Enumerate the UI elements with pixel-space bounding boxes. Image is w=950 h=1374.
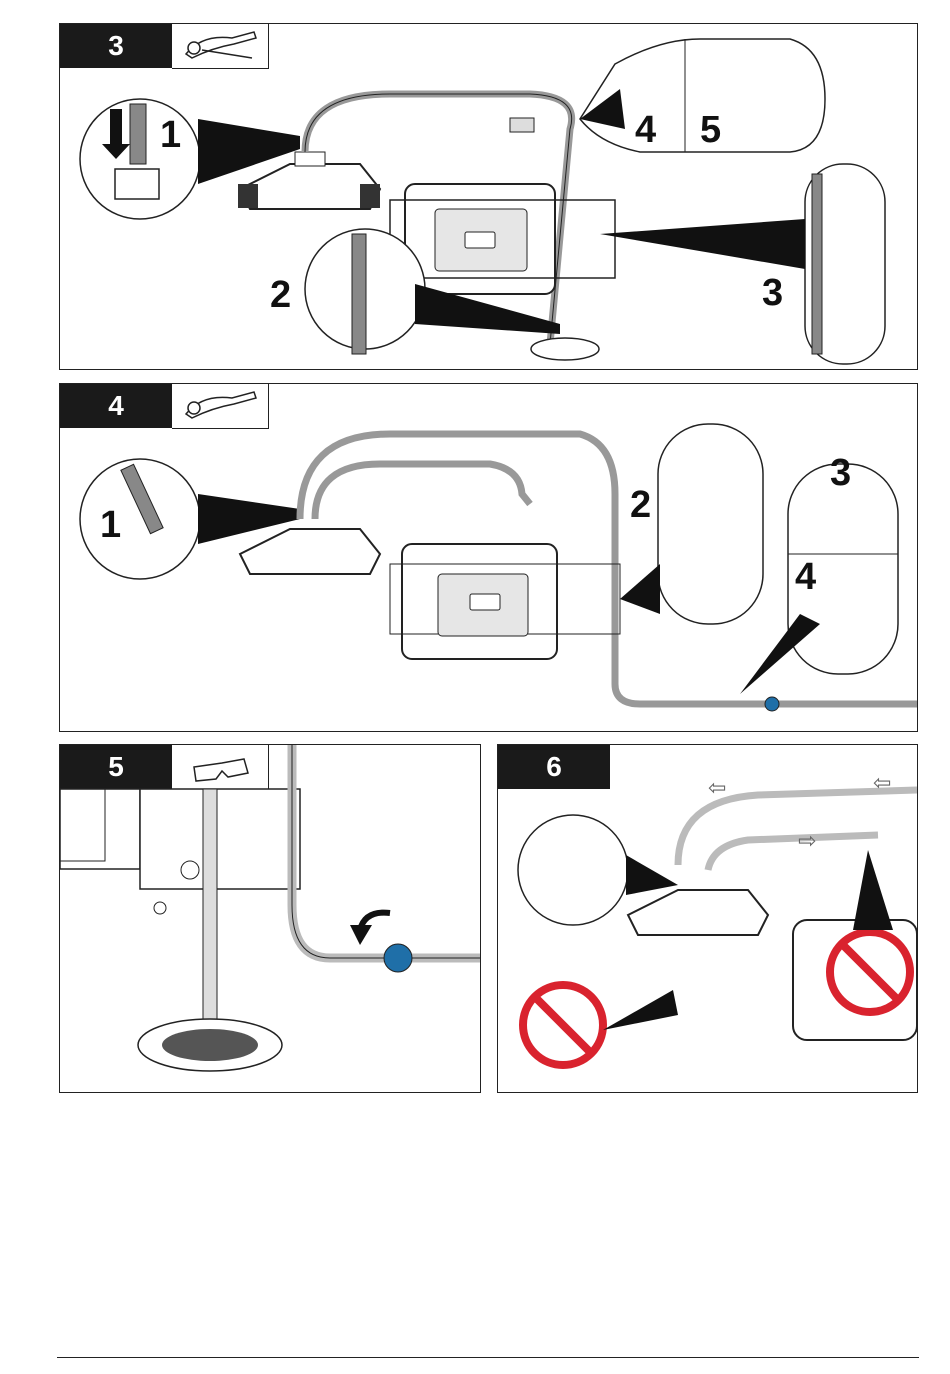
callout-4-label: 4 [635,109,656,152]
prohibited-icon [830,932,910,1012]
step-5-panel: 5 [59,744,481,1093]
svg-text:⇨: ⇨ [798,829,816,854]
callout-2-label: 2 [270,274,291,317]
prohibited-icon [523,985,603,1065]
step-6-panel: 6 ⇦ ⇦ ⇨ [497,744,918,1093]
callout-5-label: 5 [700,109,721,152]
callout-1-label: 1 [160,114,181,157]
callout-3-label: 3 [762,272,783,315]
footer-rule [57,1357,919,1358]
step-3-panel: 3 [59,23,918,370]
callout-1-label: 1 [100,504,121,547]
svg-text:⇦: ⇦ [873,771,891,796]
step-4-panel: 4 1 2 3 4 [59,383,918,732]
callout-4-label: 4 [795,556,816,599]
callout-3-label: 3 [830,452,851,495]
svg-text:⇦: ⇦ [708,776,726,801]
callout-2-label: 2 [630,484,651,527]
